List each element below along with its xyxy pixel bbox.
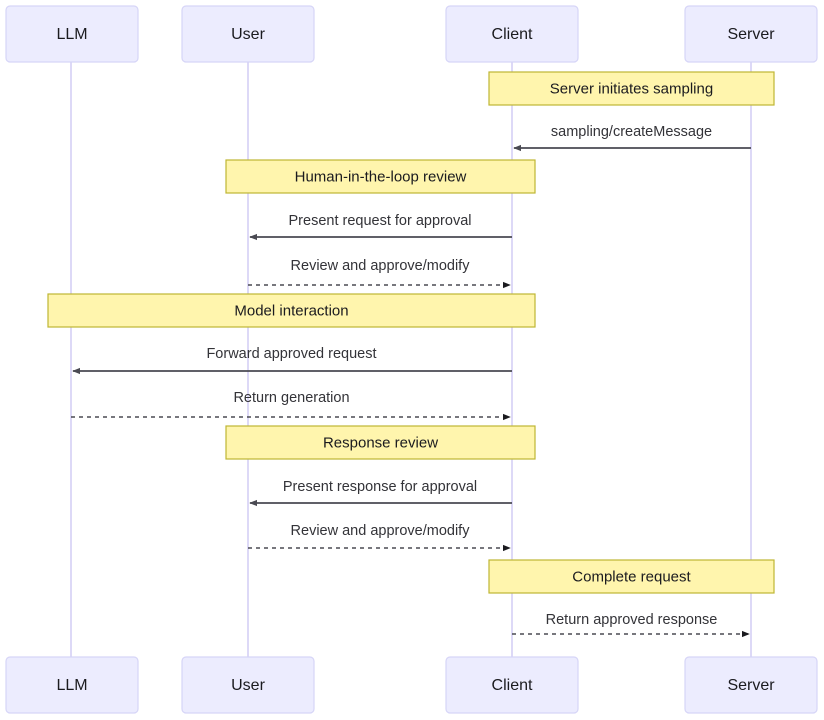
msg-present-response: Present response for approval [249,479,512,507]
note-complete-request-box [488,559,775,594]
note-human-in-the-loop-review-label: Human-in-the-loop review [295,168,467,185]
note-server-initiates-sampling-label: Server initiates sampling [550,80,713,97]
msg-return-generation: Return generation [71,390,511,421]
note-model-interaction-box [47,293,536,328]
actor-user-bottom[interactable]: User [181,656,315,714]
note-server-initiates-sampling-box [488,71,775,106]
actor-llm-bottom[interactable]: LLM [5,656,139,714]
note-model-interaction: Model interaction [47,293,536,328]
actor-llm-top[interactable]: LLM [5,5,139,63]
note-response-review-box [225,425,536,460]
actor-label-llm: LLM [56,677,87,694]
actor-box-llm [5,5,139,63]
msg-forward-approved-request-label: Forward approved request [206,346,376,362]
actor-label-llm: LLM [56,26,87,43]
note-human-in-the-loop-review-box [225,159,536,194]
actor-box-server [684,656,818,714]
actor-box-client [445,656,579,714]
msg-sampling-createmessage-label: sampling/createMessage [551,124,712,140]
actor-label-user: User [231,26,265,43]
actor-user-top[interactable]: User [181,5,315,63]
notes-layer: Server initiates samplingHuman-in-the-lo… [47,71,775,594]
msg-present-request: Present request for approval [249,213,512,241]
actor-server-top[interactable]: Server [684,5,818,63]
actor-box-llm [5,656,139,714]
actor-box-server [684,5,818,63]
note-server-initiates-sampling: Server initiates sampling [488,71,775,106]
msg-review-approve-modify-1-label: Review and approve/modify [291,258,471,274]
msg-sampling-createmessage: sampling/createMessage [513,124,751,152]
note-response-review: Response review [225,425,536,460]
note-response-review-label: Response review [323,434,438,451]
actor-label-client: Client [492,26,533,43]
actor-label-client: Client [492,677,533,694]
actor-label-user: User [231,677,265,694]
msg-return-approved-response: Return approved response [512,612,750,638]
note-model-interaction-label: Model interaction [234,302,348,319]
actor-label-server: Server [727,677,775,694]
note-human-in-the-loop-review: Human-in-the-loop review [225,159,536,194]
actor-server-bottom[interactable]: Server [684,656,818,714]
msg-present-request-label: Present request for approval [289,213,472,229]
note-complete-request: Complete request [488,559,775,594]
msg-present-response-label: Present response for approval [283,479,477,495]
actor-client-top[interactable]: Client [445,5,579,63]
actor-box-client [445,5,579,63]
actor-client-bottom[interactable]: Client [445,656,579,714]
msg-review-approve-modify-2: Review and approve/modify [248,523,511,552]
msg-review-approve-modify-1: Review and approve/modify [248,258,511,289]
msg-return-generation-label: Return generation [233,390,349,406]
actor-box-user [181,656,315,714]
msg-return-approved-response-label: Return approved response [546,612,718,628]
note-complete-request-label: Complete request [572,568,691,585]
msg-review-approve-modify-2-label: Review and approve/modify [291,523,471,539]
actor-box-user [181,5,315,63]
msg-forward-approved-request: Forward approved request [72,346,512,375]
actor-label-server: Server [727,26,775,43]
